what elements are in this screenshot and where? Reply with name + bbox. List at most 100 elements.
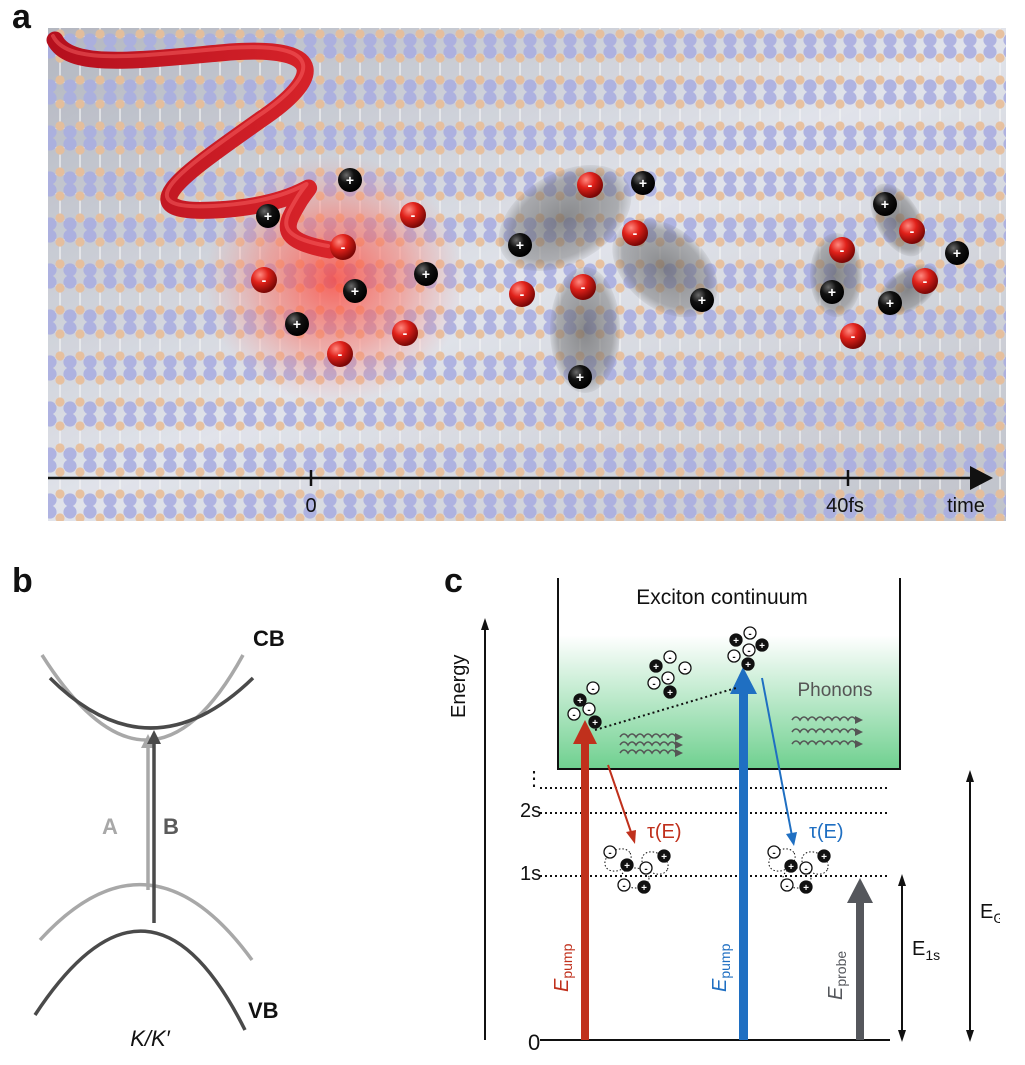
- mini-hole: +: [573, 693, 587, 707]
- svg-text:+: +: [881, 196, 889, 212]
- red-pump-e: E: [551, 978, 573, 992]
- svg-text:-: -: [851, 328, 856, 344]
- level-2s-label: 2s: [520, 800, 541, 822]
- svg-text:+: +: [733, 636, 739, 647]
- red-pump-sub: pump: [559, 943, 575, 978]
- hole: +: [338, 168, 362, 192]
- svg-text:-: -: [588, 177, 593, 193]
- svg-text:-: -: [622, 881, 625, 892]
- svg-text:+: +: [624, 861, 630, 872]
- mini-hole: +: [729, 633, 743, 647]
- hole: +: [820, 280, 844, 304]
- level-dots: ⋮: [524, 768, 544, 790]
- phonon-wave: [791, 716, 857, 722]
- eg-sub: G: [993, 910, 1000, 926]
- mini-hole: +: [620, 858, 634, 872]
- svg-text:+: +: [828, 284, 836, 300]
- eg-e: E: [980, 901, 993, 923]
- exciton-cloud: [550, 267, 620, 393]
- hole: +: [690, 288, 714, 312]
- phonon-wave: [619, 741, 677, 747]
- svg-text:-: -: [581, 279, 586, 295]
- svg-text:Epump: Epump: [709, 943, 733, 992]
- mini-electron: -: [639, 861, 653, 875]
- hole: +: [414, 262, 438, 286]
- electron: -: [509, 281, 535, 307]
- svg-text:-: -: [785, 881, 788, 892]
- svg-text:+: +: [576, 369, 584, 385]
- svg-text:-: -: [748, 629, 751, 640]
- svg-text:+: +: [641, 883, 647, 894]
- svg-text:E1s: E1s: [912, 938, 940, 963]
- svg-text:+: +: [592, 718, 598, 729]
- svg-text:+: +: [788, 862, 794, 873]
- mini-electron: -: [567, 707, 581, 721]
- mini-hole: +: [663, 685, 677, 699]
- phonon-wave: [791, 740, 857, 746]
- phonon-wave-arrowhead: [855, 716, 863, 724]
- blue-pump-e: E: [709, 978, 731, 992]
- svg-text:+: +: [759, 641, 765, 652]
- svg-text:+: +: [422, 266, 430, 282]
- cb-label: CB: [253, 626, 285, 651]
- level-1s-label: 1s: [520, 863, 541, 885]
- valence-band-dark: [33, 929, 247, 1031]
- phonon-wave-arrowhead: [675, 749, 683, 757]
- blue-relaxation-arrow: [761, 677, 793, 837]
- phonon-wave-arrowhead: [855, 728, 863, 736]
- probe-arrow: [856, 900, 864, 1040]
- phonon-wave: [791, 728, 857, 734]
- mini-electron: -: [603, 845, 617, 859]
- mini-electron: -: [586, 681, 600, 695]
- svg-text:-: -: [804, 864, 807, 875]
- panel-b-label: b: [12, 562, 33, 600]
- hole: +: [873, 192, 897, 216]
- hole: +: [568, 365, 592, 389]
- mini-electron: -: [799, 861, 813, 875]
- mini-electron: -: [743, 626, 757, 640]
- panel-a-label: a: [12, 0, 31, 36]
- svg-text:-: -: [666, 674, 669, 685]
- level-0-label: 0: [528, 1030, 540, 1055]
- phonon-wave-arrowhead: [675, 733, 683, 741]
- svg-text:-: -: [338, 346, 343, 362]
- svg-text:-: -: [683, 664, 686, 675]
- hole: +: [945, 241, 969, 265]
- charge-carriers: -----+++++-++---+++-+-+-+-: [251, 168, 969, 389]
- svg-text:-: -: [403, 325, 408, 341]
- mini-electron: -: [617, 878, 631, 892]
- phonon-wave: [619, 733, 677, 739]
- svg-text:+: +: [821, 852, 827, 863]
- probe-e: E: [825, 986, 847, 1000]
- phonon-wave-arrowhead: [675, 741, 683, 749]
- hole: +: [285, 312, 309, 336]
- bound-exciton-outline: [620, 867, 650, 889]
- exciton-continuum-box: [558, 578, 900, 769]
- probe-sub: probe: [833, 951, 849, 987]
- svg-text:+: +: [653, 662, 659, 673]
- electron: -: [829, 237, 855, 263]
- mini-electron: -: [767, 845, 781, 859]
- tick-zero-label: 0: [305, 495, 316, 517]
- mini-electron: -: [727, 649, 741, 663]
- svg-text:-: -: [587, 705, 590, 716]
- blue-pump-arrow: [739, 692, 748, 1040]
- hole: +: [256, 204, 280, 228]
- svg-text:-: -: [923, 273, 928, 289]
- svg-text:+: +: [886, 295, 894, 311]
- red-relaxation-arrow: [607, 764, 633, 836]
- electron: -: [570, 274, 596, 300]
- mini-hole: +: [657, 849, 671, 863]
- mini-hole: +: [817, 849, 831, 863]
- panel-c-label: c: [444, 562, 463, 600]
- mini-hole: +: [784, 859, 798, 873]
- electron: -: [577, 172, 603, 198]
- electron: -: [899, 218, 925, 244]
- svg-text:-: -: [411, 207, 416, 223]
- valley-label: K/K′: [130, 1026, 170, 1051]
- svg-text:-: -: [644, 864, 647, 875]
- mini-hole: +: [637, 880, 651, 894]
- svg-text:-: -: [668, 653, 671, 664]
- hole: +: [631, 171, 655, 195]
- phonons-label: Phonons: [797, 680, 872, 701]
